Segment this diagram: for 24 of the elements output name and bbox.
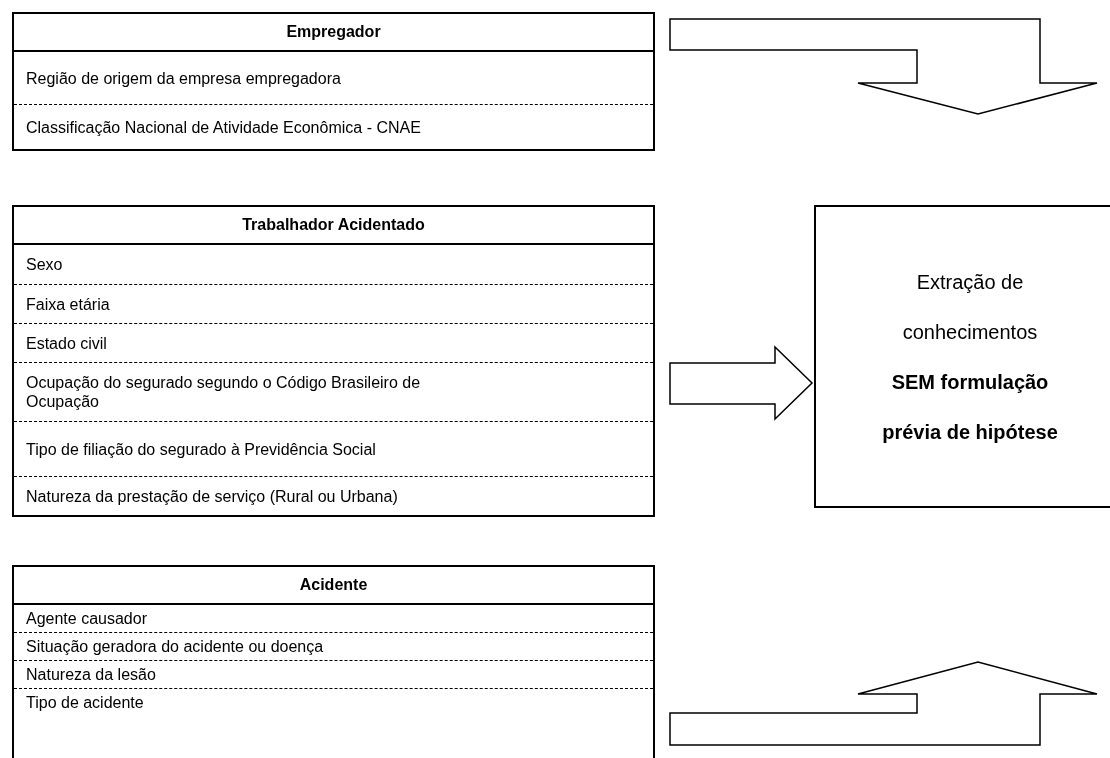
attribute-table <box>12 12 655 151</box>
attribute-text: Estado civil <box>26 333 107 353</box>
attribute-text: Tipo de filiação do segurado à Previdência Social <box>26 439 376 459</box>
process-box <box>814 205 1110 508</box>
attribute-text: Agente causador <box>26 609 147 628</box>
attribute-text: Natureza da lesão <box>26 665 156 684</box>
attribute-table <box>12 205 655 517</box>
process-text: SEM formulação prévia de hipótese <box>881 369 1059 445</box>
attribute-text: Faixa etária <box>26 294 110 314</box>
table-heading: Acidente <box>299 576 368 594</box>
table-heading: Trabalhador Acidentado <box>242 216 425 234</box>
attribute-text: Tipo de acidente <box>26 693 144 712</box>
attribute-table <box>12 565 655 758</box>
attribute-text: Ocupação do segurado segundo o Código Brasileiro de Ocupação <box>26 373 422 411</box>
attribute-text: Sexo <box>26 255 63 274</box>
table-heading: Empregador <box>286 23 381 41</box>
block-arrow <box>669 18 1098 115</box>
block-arrow <box>669 345 814 421</box>
block-arrow <box>669 661 1098 746</box>
process-text: Extração de conhecimentos <box>901 269 1039 345</box>
attribute-text: Natureza da prestação de serviço (Rural ou Urbana) <box>26 486 398 506</box>
attribute-text: Classificação Nacional de Atividade Econômica - CNAE <box>26 117 421 137</box>
attribute-text: Situação geradora do acidente ou doença <box>26 637 324 656</box>
attribute-text: Região de origem da empresa empregadora <box>26 68 341 88</box>
